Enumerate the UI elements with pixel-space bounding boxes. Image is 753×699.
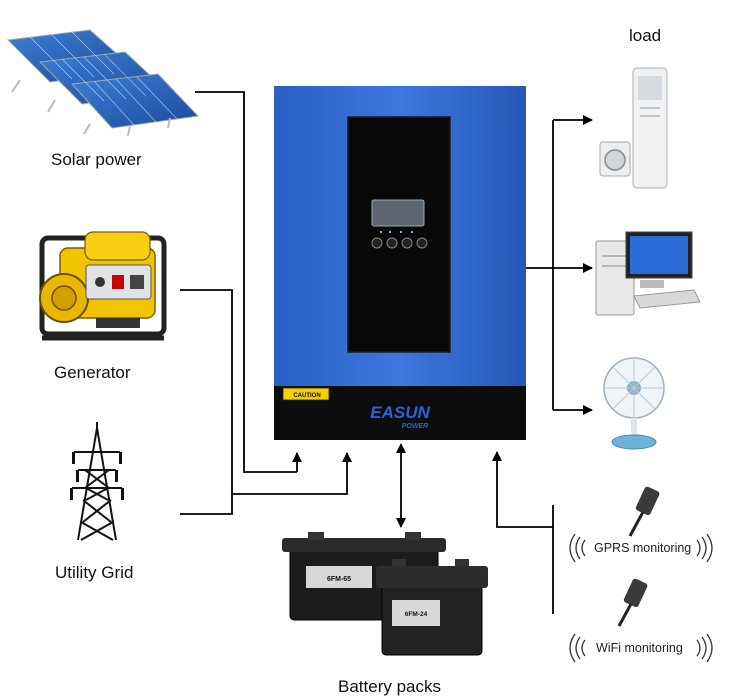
- inverter-brand-sub: POWER: [402, 423, 428, 430]
- utility-grid-tower-image: [70, 422, 124, 541]
- generator-label: Generator: [54, 363, 131, 382]
- grid-line: [180, 494, 233, 515]
- gprs-monitoring-label: GPRS monitoring: [594, 541, 692, 555]
- solar-line: [195, 91, 297, 473]
- utility-grid-label: Utility Grid: [55, 563, 134, 582]
- connection-lines: [180, 91, 593, 614]
- battery-small-model: 6FM-24: [405, 611, 428, 618]
- wifi-signal-waves: [569, 633, 713, 663]
- gprs-signal-waves: [569, 533, 713, 563]
- solar-power-label: Solar power: [51, 150, 142, 169]
- caution-label: CAUTION: [293, 393, 320, 399]
- battery-big-model: 6FM-65: [327, 576, 351, 583]
- wifi-sensor-icon: [617, 578, 648, 627]
- fan-image: [603, 357, 665, 450]
- computer-image: [595, 231, 701, 316]
- air-conditioner-image: [599, 67, 668, 189]
- generator-image: [39, 231, 167, 341]
- inverter-brand: EASUN: [370, 403, 430, 422]
- solar-panels-image: [6, 29, 200, 137]
- battery-packs-label: Battery packs: [338, 677, 441, 696]
- load-label: load: [629, 26, 662, 45]
- monitoring-line: [492, 451, 553, 528]
- battery-packs-image: 6FM-65 6FM-24: [282, 532, 488, 656]
- gprs-sensor-icon: [628, 486, 660, 537]
- inverter-image: CAUTION EASUN POWER: [274, 86, 526, 440]
- wifi-monitoring-label: WiFi monitoring: [596, 641, 683, 655]
